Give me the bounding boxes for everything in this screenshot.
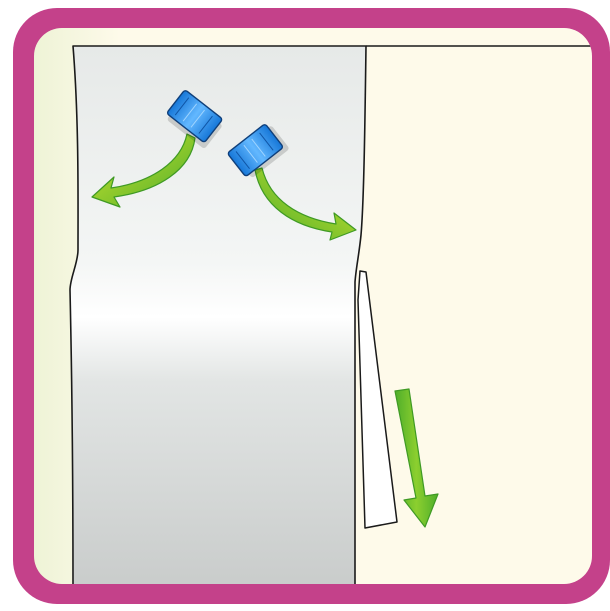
application-diagram — [0, 0, 610, 611]
illustration-panel — [0, 0, 610, 611]
